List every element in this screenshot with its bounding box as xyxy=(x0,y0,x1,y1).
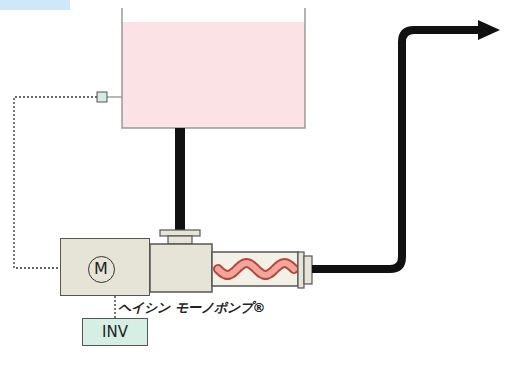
flow-arrowhead xyxy=(478,20,500,40)
motor-box: M xyxy=(60,238,150,296)
rotor-fill xyxy=(218,263,294,275)
inverter-box: INV xyxy=(82,318,148,346)
brand-name: ヘイシン モーノポンプ® xyxy=(118,299,266,317)
signal-connector xyxy=(114,296,115,318)
motor-symbol: M xyxy=(88,256,115,283)
discharge-pipe xyxy=(312,30,480,269)
sensor-stem xyxy=(107,96,122,97)
stator-barrel xyxy=(212,252,298,286)
inlet-flange xyxy=(160,230,200,236)
level-sensor xyxy=(97,92,107,102)
node-label: INV xyxy=(102,323,128,341)
rotor xyxy=(218,263,294,275)
outlet-flange xyxy=(298,252,304,288)
header-bar xyxy=(0,0,70,10)
coupling-housing xyxy=(150,244,212,292)
inlet-neck xyxy=(168,236,192,244)
outlet-flange xyxy=(304,256,312,284)
suction-pipe xyxy=(175,128,185,232)
tank-liquid xyxy=(122,22,305,128)
tank-wall xyxy=(122,8,305,128)
